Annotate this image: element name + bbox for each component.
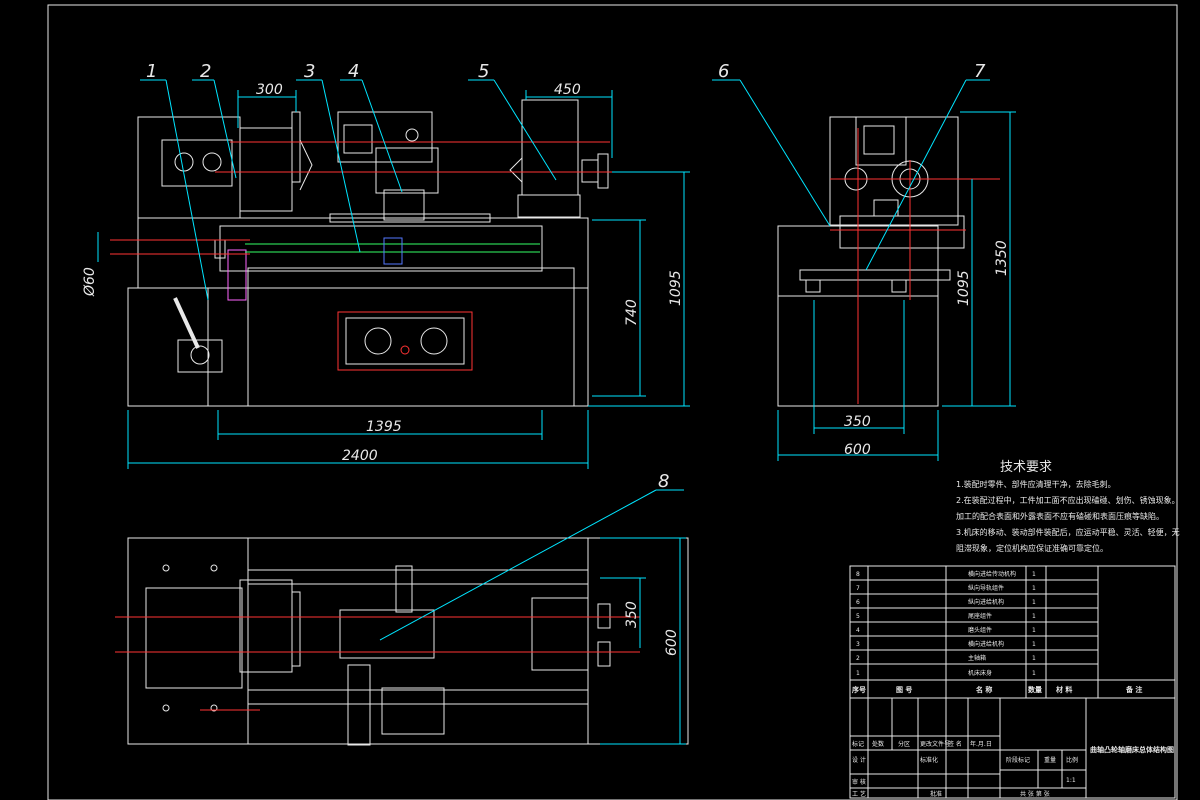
top-view (127, 537, 689, 746)
bom-header-no: 序号 (851, 685, 866, 694)
top-centerlines (115, 616, 640, 711)
bom-name: 横向进给机构 (968, 640, 1004, 648)
dim-1350: 1350 (994, 240, 1010, 276)
dim-350-side: 350 (844, 414, 871, 430)
bom-name: 磨头组件 (968, 626, 992, 634)
bom-no: 3 (856, 641, 860, 648)
bom-qty: 1 (1032, 613, 1036, 620)
bom-qty: 1 (1032, 627, 1036, 634)
dim-600-top: 600 (664, 629, 680, 656)
bom-header-name: 名 称 (976, 685, 992, 694)
part-label-5: 5 (478, 61, 489, 82)
side-dim-lines (712, 79, 1016, 461)
bom-header-qty: 数量 (1028, 685, 1042, 694)
top-dim-lines (379, 489, 686, 745)
note-line: 加工的配合表面和外露表面不应有磕碰和表面压痕等缺陷。 (956, 511, 1164, 521)
bom-qty: 1 (1032, 585, 1036, 592)
bom-name: 纵向进给机构 (968, 598, 1004, 606)
note-line: 1.装配时零件、部件应清理干净，去除毛刺。 (956, 479, 1116, 489)
dim-2400: 2400 (342, 448, 378, 464)
title-block (849, 697, 1176, 799)
dim-1095-side: 1095 (956, 270, 972, 306)
bom-no: 7 (856, 585, 860, 592)
bom-table (849, 565, 1176, 699)
bom-qty: 1 (1032, 599, 1036, 606)
front-centerlines (110, 141, 612, 255)
notes-title: 技术要求 (1000, 460, 1052, 475)
part-label-7: 7 (974, 61, 986, 82)
tb-check: 审 核 (852, 778, 866, 786)
bom-no: 4 (856, 627, 860, 634)
bom-no: 2 (856, 655, 860, 662)
bom-rows: 8 横向进给传动机构 1 7 纵向导轨组件 1 6 纵向进给机构 1 5 尾座组… (851, 570, 1142, 694)
technical-notes: 技术要求 1.装配时零件、部件应清理干净，去除毛刺。 2.在装配过程中，工件加工… (956, 460, 1180, 553)
bom-no: 6 (856, 599, 860, 606)
dim-300: 300 (256, 82, 283, 98)
bom-no: 8 (856, 571, 860, 578)
tb-scale: 比例 (1066, 756, 1078, 764)
bom-qty: 1 (1032, 571, 1036, 578)
note-line: 阻滞现象，定位机构应保证准确可靠定位。 (956, 543, 1108, 553)
part-label-4: 4 (348, 61, 359, 82)
side-centerlines (830, 128, 1000, 404)
bom-no: 5 (856, 613, 860, 620)
title-block-text: 标记 处数 分区 更改文件号 签 名 年.月.日 设 计 标准化 审 核 工 艺… (852, 740, 1174, 798)
bom-qty: 1 (1032, 641, 1036, 648)
dim-740: 740 (624, 299, 640, 326)
tb-stage: 阶段标记 (1006, 756, 1030, 764)
part-label-6: 6 (718, 61, 729, 82)
tb-sheet: 共 张 第 张 (1020, 790, 1050, 798)
drawing-title: 曲轴凸轮轴磨床总体结构图 (1090, 745, 1174, 754)
bom-header-material: 材 料 (1055, 685, 1072, 694)
bom-name: 机床床身 (968, 669, 992, 677)
part-label-3: 3 (304, 61, 315, 82)
bom-name: 横向进给传动机构 (968, 570, 1016, 578)
tb-approve: 批准 (930, 790, 942, 798)
tb-mark: 标记 (852, 740, 864, 748)
tb-design: 设 计 (852, 756, 866, 764)
bom-name: 尾座组件 (968, 612, 992, 620)
tb-weight: 重量 (1044, 756, 1056, 764)
tb-process: 工 艺 (852, 790, 866, 798)
front-dim-lines (97, 79, 690, 469)
tb-count: 处数 (872, 740, 884, 748)
tb-sign: 签 名 (948, 740, 962, 748)
dim-1395: 1395 (366, 419, 402, 435)
part-label-2: 2 (200, 61, 211, 82)
part-label-1: 1 (146, 61, 157, 82)
note-line: 3.机床的移动、装动部件装配后，应运动平稳、灵活、轻便，无 (956, 527, 1180, 537)
drawing-border (47, 4, 1178, 800)
bom-header-code: 图 号 (896, 685, 912, 694)
dim-450: 450 (554, 82, 581, 98)
tb-standard: 标准化 (920, 756, 938, 764)
tb-date: 年.月.日 (970, 740, 992, 748)
bom-header-note: 备 注 (1125, 685, 1142, 694)
bom-name: 纵向导轨组件 (968, 584, 1004, 592)
dim-350-top: 350 (624, 601, 640, 628)
tb-scale-value: 1:1 (1066, 777, 1076, 784)
dim-600-side: 600 (844, 442, 871, 458)
tb-change: 更改文件号 (920, 740, 950, 748)
front-slide (245, 237, 540, 265)
bom-qty: 1 (1032, 655, 1036, 662)
dim-1095-front: 1095 (668, 270, 684, 306)
note-line: 2.在装配过程中，工件加工面不应出现磕碰、划伤、锈蚀现象。 (956, 495, 1180, 505)
front-view (127, 99, 609, 407)
dim-diameter-60: Ø60 (82, 267, 98, 297)
bom-name: 主轴箱 (968, 654, 986, 662)
part-label-8: 8 (658, 471, 669, 492)
bom-qty: 1 (1032, 670, 1036, 677)
tb-zone: 分区 (898, 740, 910, 748)
bom-no: 1 (856, 670, 860, 677)
